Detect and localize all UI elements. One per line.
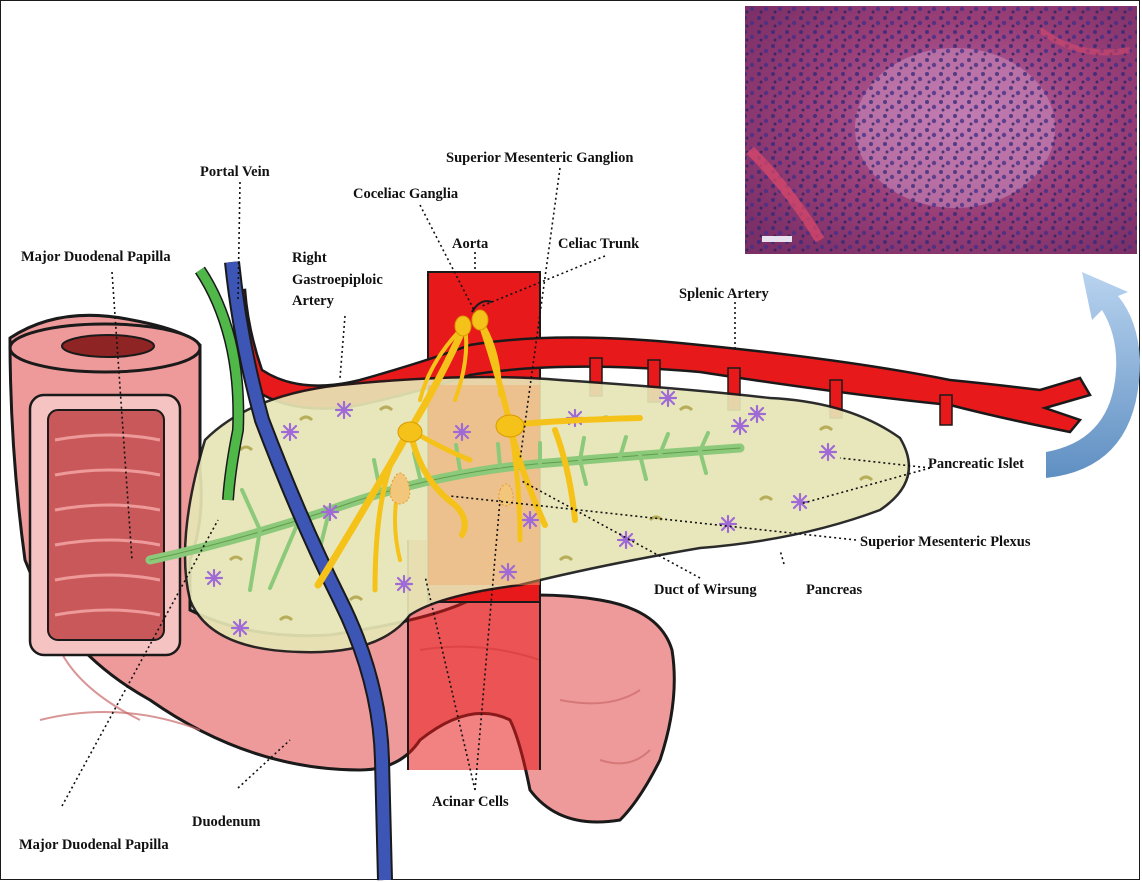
superior-mesenteric-ganglion: [496, 415, 524, 437]
scale-bar: [762, 236, 792, 242]
label-right-gastroepiploic-artery-2: Gastroepiploic: [292, 272, 383, 288]
label-portal-vein: Portal Vein: [200, 164, 270, 180]
label-major-duodenal-papilla-top: Major Duodenal Papilla: [21, 249, 171, 265]
islet-star: [522, 512, 538, 528]
islet-star: [660, 390, 676, 406]
islet-star: [232, 620, 248, 636]
label-splenic-artery: Splenic Artery: [679, 286, 770, 302]
label-aorta: Aorta: [452, 236, 489, 252]
islet-star: [282, 424, 298, 440]
label-right-gastroepiploic-artery-1: Right: [292, 250, 327, 266]
islet-star: [749, 406, 765, 422]
islet-star: [792, 494, 808, 510]
label-coceliac-ganglia: Coceliac Ganglia: [353, 186, 459, 202]
ganglion-node: [398, 422, 422, 442]
coceliac-ganglion-right: [472, 310, 488, 330]
islet-star: [322, 504, 338, 520]
coceliac-ganglion-left: [455, 316, 471, 336]
islet-star: [732, 418, 748, 434]
islet-star: [500, 564, 516, 580]
label-major-duodenal-papilla-bottom: Major Duodenal Papilla: [19, 837, 169, 853]
label-pancreas: Pancreas: [806, 582, 862, 598]
islet-histology-image: [745, 6, 1137, 254]
islet-star: [336, 402, 352, 418]
islet-star: [720, 516, 736, 532]
curved-arrow-icon: [1046, 272, 1140, 478]
islet-star: [454, 424, 470, 440]
label-superior-mesenteric-ganglion: Superior Mesenteric Ganglion: [446, 150, 633, 166]
islet-star: [820, 444, 836, 460]
label-duct-of-wirsung: Duct of Wirsung: [654, 582, 757, 598]
label-pancreatic-islet: Pancreatic Islet: [928, 456, 1024, 472]
label-right-gastroepiploic-artery-3: Artery: [292, 293, 335, 309]
islet-star: [206, 570, 222, 586]
label-celiac-trunk: Celiac Trunk: [558, 236, 640, 252]
label-acinar-cells: Acinar Cells: [432, 794, 509, 810]
label-superior-mesenteric-plexus: Superior Mesenteric Plexus: [860, 534, 1031, 550]
label-duodenum: Duodenum: [192, 814, 261, 830]
aorta-overlap: [428, 385, 540, 585]
islet-star: [396, 576, 412, 592]
